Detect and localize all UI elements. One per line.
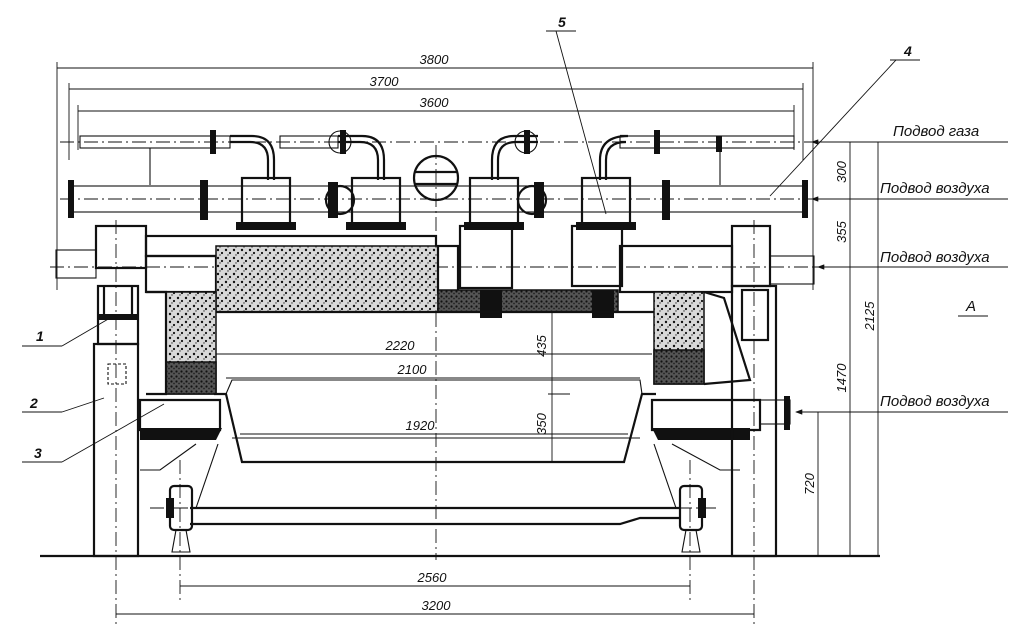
refractory-lining <box>146 224 752 396</box>
dim-1920: 1920 <box>406 418 436 433</box>
label-gas-supply: Подвод газа <box>893 123 979 140</box>
supply-labels: Подвод газа Подвод воздуха Подвод воздух… <box>795 123 1008 415</box>
bottom-dimensions: 2560 3200 <box>116 570 754 615</box>
burner-units <box>236 145 636 560</box>
dim-2125: 2125 <box>862 301 877 332</box>
dim-350: 350 <box>534 412 549 434</box>
inner-dimensions: 2220 2100 1920 435 350 <box>216 312 652 462</box>
dim-300: 300 <box>834 160 849 182</box>
header-frame <box>50 224 880 294</box>
label-air-supply-mid: Подвод воздуха <box>880 249 990 266</box>
gas-pipe <box>60 130 880 185</box>
dim-2220: 2220 <box>385 338 416 353</box>
label-air-supply-top: Подвод воздуха <box>880 180 990 197</box>
dim-720: 720 <box>802 472 817 494</box>
callout-5: 5 <box>558 14 566 30</box>
dim-2100: 2100 <box>397 362 428 377</box>
dim-3600: 3600 <box>420 95 450 110</box>
label-air-supply-low: Подвод воздуха <box>880 393 990 410</box>
callouts: 1 2 3 5 4 <box>22 14 920 463</box>
top-dimensions: 3800 3700 3600 <box>56 52 814 290</box>
callout-2: 2 <box>29 395 38 411</box>
right-dimensions: 300 355 1470 720 2125 <box>802 141 879 557</box>
label-view-a: А <box>965 298 976 315</box>
furnace-body <box>138 310 762 471</box>
carriage <box>150 443 720 600</box>
dim-355: 355 <box>834 220 849 242</box>
dim-3800: 3800 <box>420 52 450 67</box>
dim-435: 435 <box>534 334 549 356</box>
dim-3200: 3200 <box>422 598 452 613</box>
dim-3700: 3700 <box>370 74 400 89</box>
dim-1470: 1470 <box>834 363 849 393</box>
callout-3: 3 <box>34 445 42 461</box>
dim-2560: 2560 <box>417 570 448 585</box>
callout-1: 1 <box>36 328 44 344</box>
callout-4: 4 <box>903 43 912 59</box>
